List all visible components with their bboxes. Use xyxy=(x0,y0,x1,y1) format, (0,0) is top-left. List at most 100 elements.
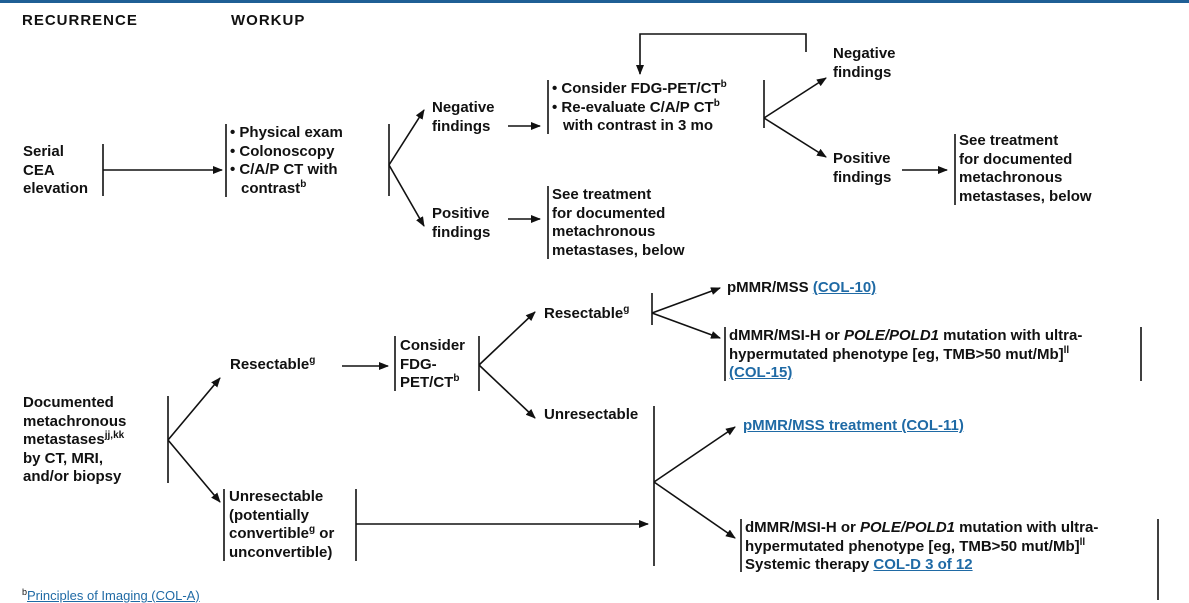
consider-fdg-pet-node: Consider FDG- PET/CTb xyxy=(400,337,465,393)
footnote-ref: jj,kk xyxy=(104,430,125,441)
unresectable2-node: Unresectable (potentially convertibleg o… xyxy=(229,488,334,562)
pmmr-node-1: pMMR/MSS (COL-10) xyxy=(727,279,876,298)
dmmr-text: hypermutated phenotype [eg, TMB>50 mut/M… xyxy=(729,345,1064,363)
loop-back-line xyxy=(636,33,807,75)
positive-findings-line: findings xyxy=(833,168,892,186)
unresectable2-line: convertibleg or xyxy=(229,525,334,544)
consider-line1: • Consider FDG-PET/CTb xyxy=(552,80,727,99)
dmmr-text: mutation with ultra- xyxy=(939,327,1083,344)
footnote-ref: b xyxy=(720,79,727,90)
dmmr-text: dMMR/MSI-H or xyxy=(745,519,860,536)
negative-findings-line: Negative xyxy=(432,99,495,116)
see-treatment-node-2: See treatment for documented metachronou… xyxy=(959,132,1092,206)
positive-findings-line: Positive xyxy=(833,150,891,167)
workup-cap-ct-line2: contrastb xyxy=(230,178,343,199)
footnote-ref: b xyxy=(300,178,307,190)
arrow-to-unresectable xyxy=(478,364,536,419)
serial-cea-line: Serial xyxy=(23,143,64,160)
see-treatment-line: See treatment xyxy=(552,186,652,203)
positive-findings-line: findings xyxy=(432,223,491,241)
footnote: bPrinciples of Imaging (COL-A) xyxy=(22,588,200,603)
header-recurrence: RECURRENCE xyxy=(22,12,138,29)
documented-line: metachronous xyxy=(23,412,127,430)
resectable-node: Resectableg xyxy=(230,356,315,375)
arrow-to-positive2 xyxy=(763,117,827,158)
col-15-link[interactable]: (COL-15) xyxy=(729,364,793,381)
arrow-to-unresectable2 xyxy=(167,439,221,503)
arrow-to-resectable xyxy=(167,377,221,441)
negative-findings-node-2: Negative findings xyxy=(833,45,896,82)
documented-metastases-node: Documented metachronous metastasesjj,kk … xyxy=(23,394,126,487)
top-rule xyxy=(0,0,1189,3)
pmmr-node-2: pMMR/MSS treatment (COL-11) xyxy=(743,417,964,436)
positive-findings-line: Positive xyxy=(432,205,490,222)
workup-cap-ct-text: contrast xyxy=(241,179,301,197)
negative-findings-line: findings xyxy=(432,117,491,135)
consider-line2: • Re-evaluate C/A/P CTb xyxy=(552,97,727,118)
serial-cea-node: Serial CEA elevation xyxy=(23,143,88,199)
footnote-marker: b xyxy=(22,587,28,597)
documented-line: metastasesjj,kk xyxy=(23,431,126,450)
documented-line: and/or biopsy xyxy=(23,468,122,485)
arrow-to-pmmr1 xyxy=(651,287,721,314)
negative-findings-line: Negative xyxy=(833,45,896,62)
workup-physical-exam: • Physical exam xyxy=(230,124,343,141)
arrow-merge-dmmr2 xyxy=(653,481,736,539)
footnote-ref: g xyxy=(623,304,630,315)
arrow-merge-pmmr2 xyxy=(653,426,736,483)
arrow-to-negative2 xyxy=(763,77,827,119)
see-treatment-line: metastases, below xyxy=(552,241,685,259)
pole-text: POLE/POLD1 xyxy=(859,519,956,536)
dmmr-line3: Systemic therapy COL-D 3 of 12 xyxy=(745,556,1098,575)
dmmr-line2: hypermutated phenotype [eg, TMB>50 mut/M… xyxy=(745,536,1098,557)
col-10-link[interactable]: (COL-10) xyxy=(812,279,877,296)
arrow-to-dmmr1 xyxy=(651,312,721,339)
footnote-ref: ll xyxy=(1079,536,1086,548)
resectable2-node: Resectableg xyxy=(544,305,629,324)
dmmr-text: mutation with ultra- xyxy=(955,519,1099,536)
col-d-link[interactable]: COL-D 3 of 12 xyxy=(873,556,973,573)
workup-colonoscopy: • Colonoscopy xyxy=(230,142,335,160)
see-treatment-line: See treatment xyxy=(959,132,1059,149)
dmmr-node-1: dMMR/MSI-H or POLE/POLD1 mutation with u… xyxy=(729,327,1082,383)
footnote-ref: b xyxy=(713,97,720,109)
serial-cea-line: elevation xyxy=(23,180,89,197)
systemic-therapy-text: Systemic therapy xyxy=(745,556,874,573)
consider-fdg-line: FDG- xyxy=(400,355,437,373)
footnote-ref: g xyxy=(309,355,316,366)
col-11-link[interactable]: pMMR/MSS treatment (COL-11) xyxy=(743,417,964,434)
see-treatment-line: metachronous xyxy=(959,169,1063,186)
unresectable-node: Unresectable xyxy=(544,406,639,423)
pole-text: POLE/POLD1 xyxy=(843,327,940,344)
documented-text: metastases xyxy=(23,431,105,448)
documented-line: Documented xyxy=(23,394,114,411)
reevaluate-text: • Re-evaluate C/A/P CT xyxy=(552,98,714,116)
negative-findings-line: findings xyxy=(833,63,892,81)
dmmr-line3: (COL-15) xyxy=(729,364,1082,383)
unresectable2-text: convertible xyxy=(229,525,310,542)
unresectable2-line: (potentially xyxy=(229,506,310,524)
documented-line: by CT, MRI, xyxy=(23,449,104,467)
negative-findings-node: Negative findings xyxy=(432,99,495,136)
serial-cea-line: CEA xyxy=(23,161,55,179)
footnote-ref: b xyxy=(453,373,460,384)
consider-line3: with contrast in 3 mo xyxy=(563,117,714,134)
principles-imaging-link[interactable]: Principles of Imaging (COL-A) xyxy=(27,588,200,603)
consider-fdg-text: PET/CT xyxy=(400,374,454,391)
consider-fdg-line: Consider xyxy=(400,337,466,354)
see-treatment-line: metastases, below xyxy=(959,187,1092,205)
workup-cap-ct: • C/A/P CT with xyxy=(230,161,338,178)
consider-fdg-node: • Consider FDG-PET/CTb • Re-evaluate C/A… xyxy=(552,80,727,136)
unresectable2-line: unconvertible) xyxy=(229,543,333,561)
consider-text: • Consider FDG-PET/CT xyxy=(552,80,721,97)
dmmr-node-2: dMMR/MSI-H or POLE/POLD1 mutation with u… xyxy=(745,519,1098,575)
dmmr-text: hypermutated phenotype [eg, TMB>50 mut/M… xyxy=(745,537,1080,555)
footnote-ref: ll xyxy=(1063,344,1070,356)
resectable-text: Resectable xyxy=(230,356,310,373)
unresectable2-text: or xyxy=(315,525,335,542)
workup-node: • Physical exam • Colonoscopy • C/A/P CT… xyxy=(230,124,343,198)
see-treatment-line: for documented xyxy=(552,204,666,222)
arrow-to-resectable2 xyxy=(478,311,536,366)
footnote-ref: g xyxy=(309,524,316,535)
